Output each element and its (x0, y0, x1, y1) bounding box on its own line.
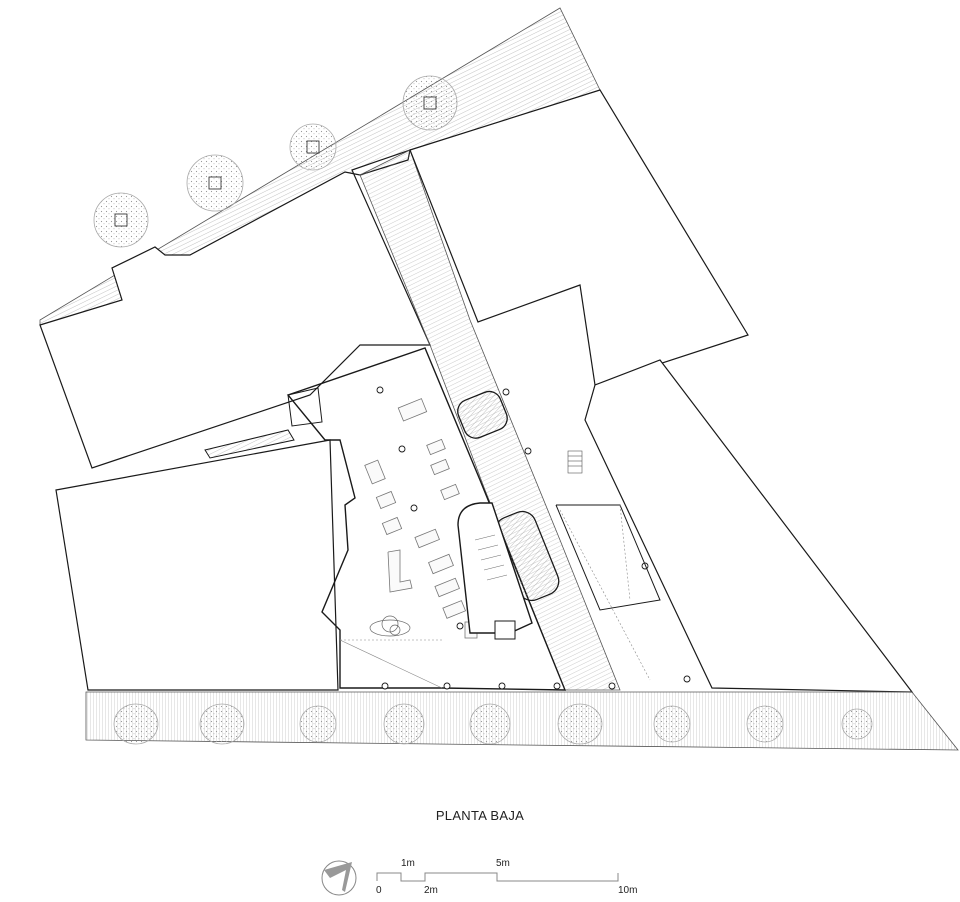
scale-label-10m: 10m (618, 885, 638, 896)
scale-bar (376, 872, 619, 882)
building-west (55, 439, 339, 691)
north-arrow-icon (321, 860, 357, 896)
tree-icon (289, 123, 337, 171)
tree-icon (113, 703, 159, 745)
drawing-title: PLANTA BAJA (435, 808, 525, 823)
stair-core (457, 502, 533, 640)
tree-icon (199, 703, 245, 745)
sculpture-icon (369, 615, 411, 637)
scale-label-0: 0 (376, 885, 382, 896)
scale-label-1m: 1m (401, 858, 415, 869)
tree-icon (186, 154, 244, 212)
trees-south (113, 703, 873, 745)
tree-icon (299, 705, 337, 743)
tree-icon (557, 703, 603, 745)
tree-icon (383, 703, 425, 745)
tree-icon (746, 705, 784, 743)
tree-icon (93, 192, 149, 248)
trees-north (93, 75, 458, 248)
tree-icon (402, 75, 458, 131)
scale-label-5m: 5m (496, 858, 510, 869)
tree-icon (469, 703, 511, 745)
tree-icon (653, 705, 691, 743)
building-east (584, 359, 914, 693)
lightwell-north (457, 390, 508, 439)
tree-icon (841, 708, 873, 740)
entry-rooms (204, 387, 323, 459)
scale-label-2m: 2m (424, 885, 438, 896)
east-stairs (555, 450, 661, 681)
